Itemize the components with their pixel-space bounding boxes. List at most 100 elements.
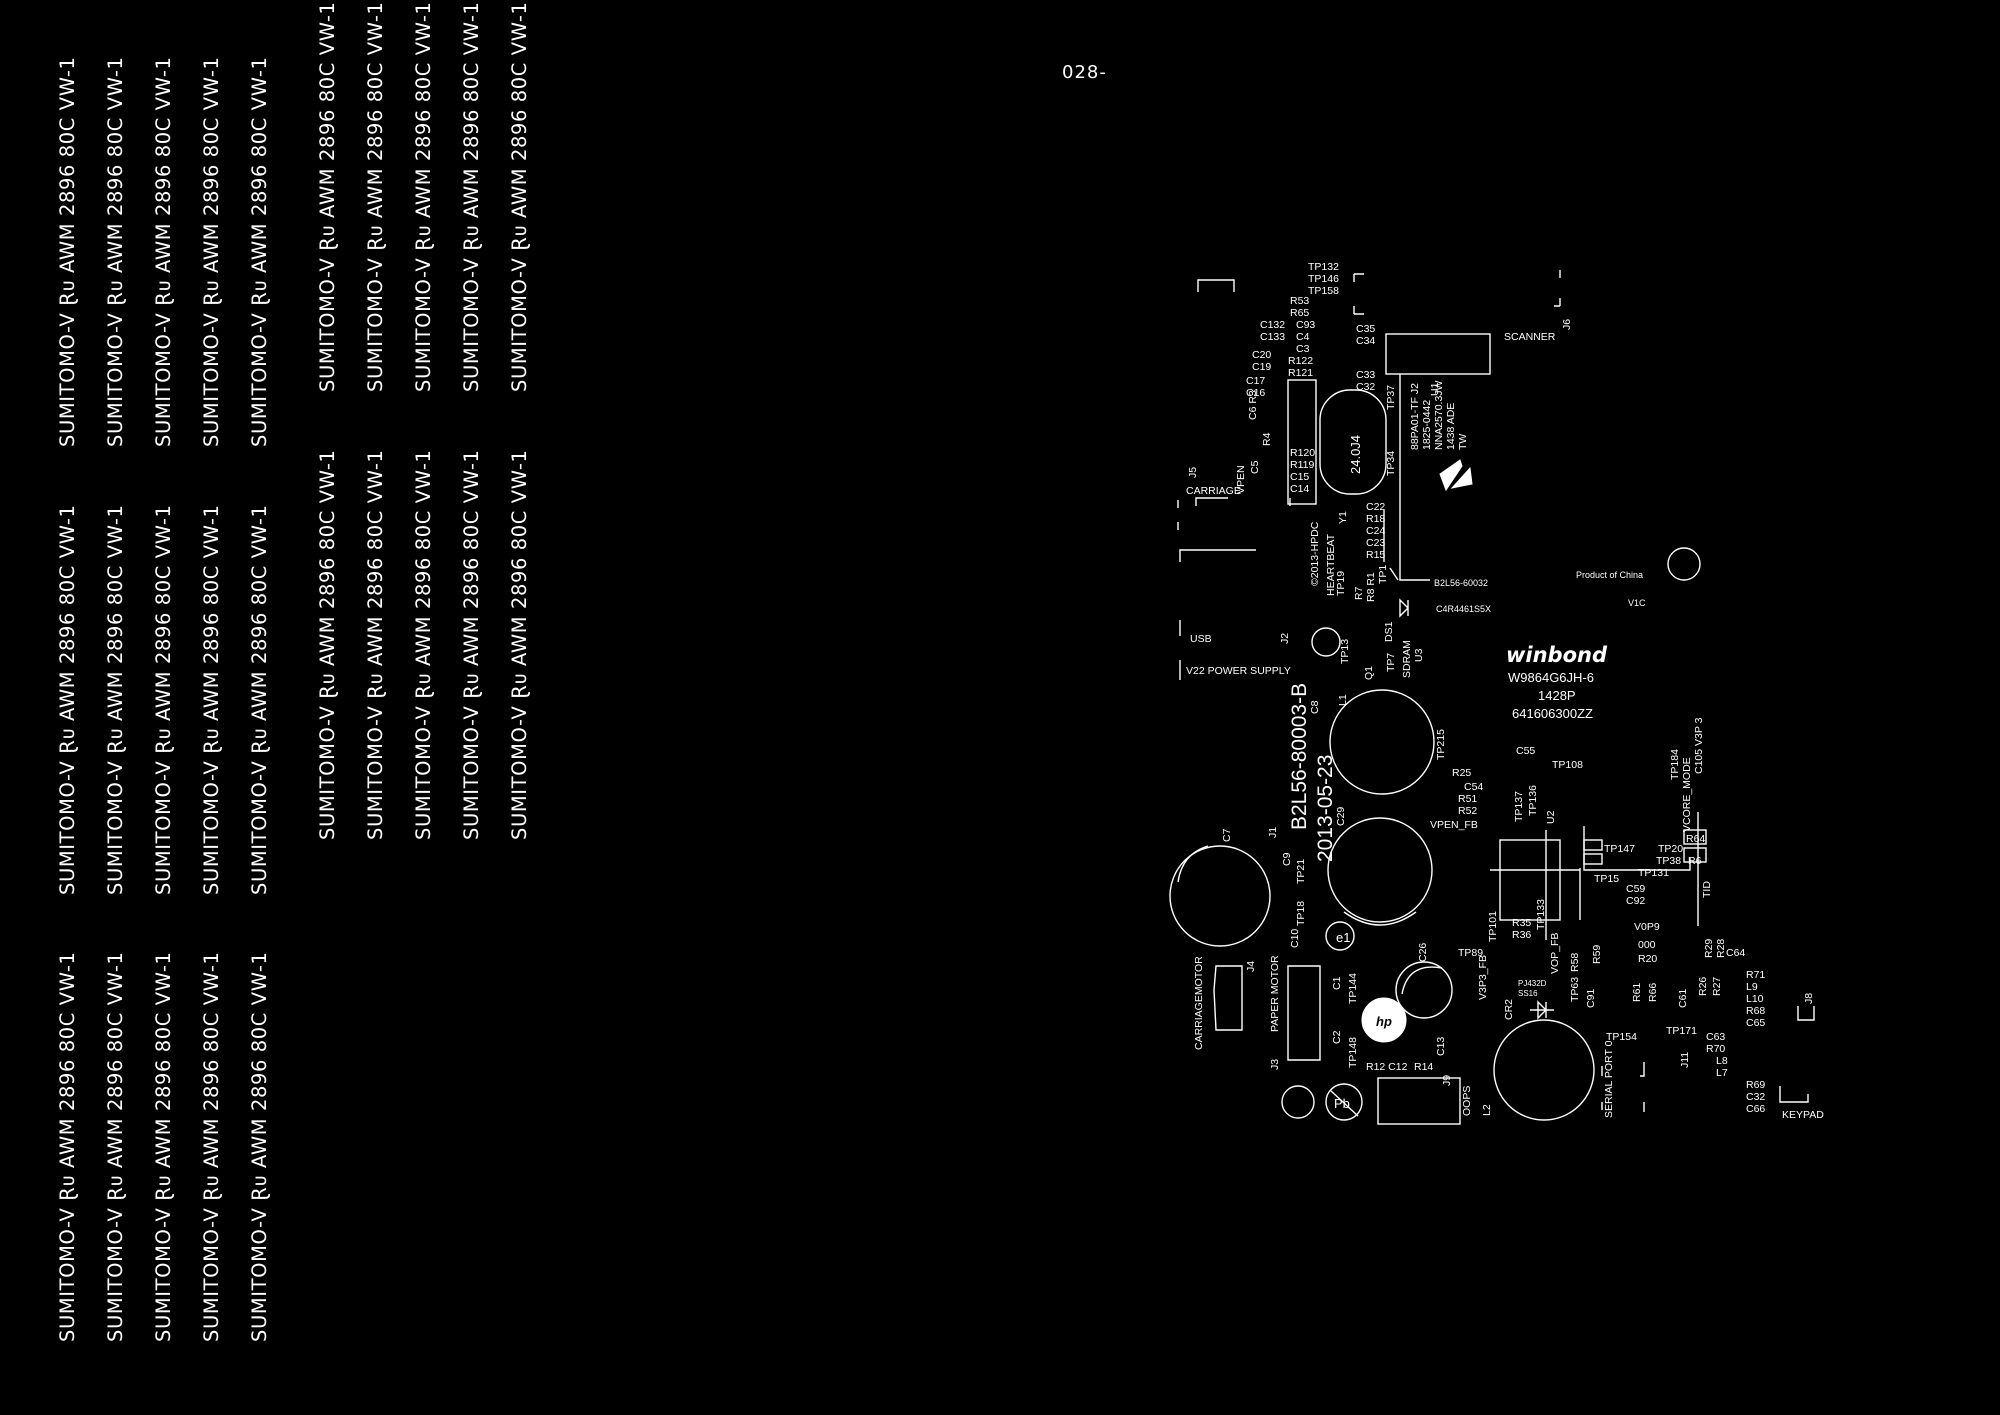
cable-print-segment: SUMITOMO-V Ɽᴜ AWM 2896 80C VW-1	[248, 505, 271, 896]
u2-chip	[1499, 839, 1561, 921]
j9-label: J9	[1441, 1075, 1453, 1086]
component-outline	[1287, 379, 1317, 505]
r61-label: R61	[1631, 983, 1643, 1002]
cable-print-segment: SUMITOMO-V Ɽᴜ AWM 2896 80C VW-1	[248, 952, 271, 1343]
connector-outline	[1353, 273, 1364, 315]
r58-label: R58	[1569, 953, 1581, 972]
r25-label: R25	[1452, 767, 1471, 779]
j8-label: J8	[1803, 993, 1815, 1004]
cable-print-text: SUMITOMO-V Ɽᴜ AWM 2896 80C VW-1	[104, 951, 127, 1342]
pj432d-label: PJ432D	[1518, 979, 1547, 988]
vop-fb-label: VOP_FB	[1549, 933, 1561, 974]
c7-label: C7	[1221, 828, 1233, 842]
page-number: 028-	[1062, 62, 1107, 83]
vpen-label: VPEN	[1235, 465, 1247, 494]
tp137-label: TP137	[1513, 791, 1525, 822]
sdram-code1: 1428P	[1538, 688, 1576, 703]
tp37-label: TP37	[1385, 385, 1397, 410]
j11-label: J11	[1679, 1052, 1691, 1068]
paper-motor-connector	[1287, 965, 1321, 1061]
r122-label: R122	[1288, 355, 1313, 367]
u1-label: U1	[1429, 382, 1441, 396]
tp13-label: TP13	[1339, 639, 1351, 664]
c16-label: C16	[1246, 387, 1265, 399]
c93-label: C93	[1296, 319, 1315, 331]
tp131-label: TP131	[1638, 867, 1669, 879]
c20-label: C20	[1252, 349, 1271, 361]
tp15-label: TP15	[1594, 873, 1619, 885]
c8-label: C8	[1309, 700, 1321, 714]
l1-label: L1	[1337, 694, 1349, 706]
l9-label: L9	[1746, 981, 1758, 993]
connector-outline	[1197, 279, 1235, 292]
r53-label: R53	[1290, 295, 1309, 307]
r121-label: R121	[1288, 367, 1313, 379]
product-of-china: Product of China	[1576, 570, 1643, 580]
tp1-label: TP1	[1377, 565, 1389, 584]
sdram-part: W9864G6JH-6	[1508, 670, 1594, 685]
cable-print-text: SUMITOMO-V Ɽᴜ AWM 2896 80C VW-1	[152, 951, 175, 1342]
cable-print-segment: SUMITOMO-V Ɽᴜ AWM 2896 80C VW-1	[460, 450, 483, 841]
c3-label: C3	[1296, 343, 1310, 355]
tp136-label: TP136	[1527, 785, 1539, 816]
cable-print-segment: SUMITOMO-V Ɽᴜ AWM 2896 80C VW-1	[104, 952, 127, 1343]
carriagemotor-label: CARRIAGEMOTOR	[1193, 956, 1205, 1050]
r120-label: R120	[1290, 447, 1315, 459]
tp19-label: TP19	[1335, 571, 1347, 596]
c15-label: C15	[1290, 471, 1309, 483]
tp147-label: TP147	[1604, 843, 1635, 855]
capacitor-c7	[1169, 845, 1271, 947]
r29-label: R29	[1703, 939, 1715, 958]
c23-label: C23	[1366, 537, 1385, 549]
tp-top-1: TP132	[1308, 261, 1339, 273]
c1-label: C1	[1331, 976, 1343, 990]
cable-print-segment: SUMITOMO-V Ɽᴜ AWM 2896 80C VW-1	[104, 57, 127, 448]
r119-label: R119	[1290, 459, 1314, 471]
cable-print-segment: SUMITOMO-V Ɽᴜ AWM 2896 80C VW-1	[316, 2, 339, 393]
cable-print-segment: SUMITOMO-V Ɽᴜ AWM 2896 80C VW-1	[412, 2, 435, 393]
r28-label: R28	[1715, 939, 1727, 958]
r66-label: R66	[1647, 983, 1659, 1002]
c65-label: C65	[1746, 1017, 1765, 1029]
cable-print-segment: SUMITOMO-V Ɽᴜ AWM 2896 80C VW-1	[460, 2, 483, 393]
c19-label: C19	[1252, 361, 1271, 373]
v0p9-label: V0P9	[1634, 921, 1660, 933]
diode-symbol	[1530, 1000, 1554, 1020]
c105-label: C105 V3P 3	[1693, 717, 1705, 774]
c35-label: C35	[1356, 323, 1375, 335]
tp148-label: TP148	[1347, 1037, 1359, 1068]
cable-print-text: SUMITOMO-V Ɽᴜ AWM 2896 80C VW-1	[152, 504, 175, 895]
connector-outline	[1640, 1062, 1645, 1112]
l10-label: L10	[1746, 993, 1764, 1005]
r15-label: R15	[1366, 549, 1385, 561]
usb-connector	[1195, 497, 1291, 506]
tp20-label: TP20	[1658, 843, 1683, 855]
soc-marking-4: 1438 ADE	[1445, 403, 1457, 450]
cable-print-text: SUMITOMO-V Ɽᴜ AWM 2896 80C VW-1	[508, 449, 531, 840]
r65-label: R65	[1290, 307, 1309, 319]
v22-connector	[1179, 549, 1256, 562]
serial-port-label: SERIAL PORT 0	[1603, 1040, 1615, 1118]
c132-label: C132	[1260, 319, 1285, 331]
vpen-fb-label: VPEN_FB	[1430, 819, 1478, 831]
c22-label: C22	[1366, 501, 1385, 513]
c14-label: C14	[1290, 483, 1309, 495]
c64-label: C64	[1726, 947, 1745, 959]
cable-print-segment: SUMITOMO-V Ɽᴜ AWM 2896 80C VW-1	[56, 505, 79, 896]
tp101-label: TP101	[1487, 911, 1499, 942]
cable-print-text: SUMITOMO-V Ɽᴜ AWM 2896 80C VW-1	[316, 1, 339, 392]
j6-label: J6	[1561, 319, 1573, 330]
carriage-label: CARRIAGE	[1186, 485, 1241, 497]
r69-label: R69	[1746, 1079, 1765, 1091]
r59-label: R59	[1591, 945, 1603, 964]
tp34-label: TP34	[1385, 451, 1397, 476]
cable-print-segment: SUMITOMO-V Ɽᴜ AWM 2896 80C VW-1	[316, 450, 339, 841]
c54-label: C54	[1464, 781, 1483, 793]
cable-print-text: SUMITOMO-V Ɽᴜ AWM 2896 80C VW-1	[200, 56, 223, 447]
j5-label: J5	[1187, 467, 1199, 478]
